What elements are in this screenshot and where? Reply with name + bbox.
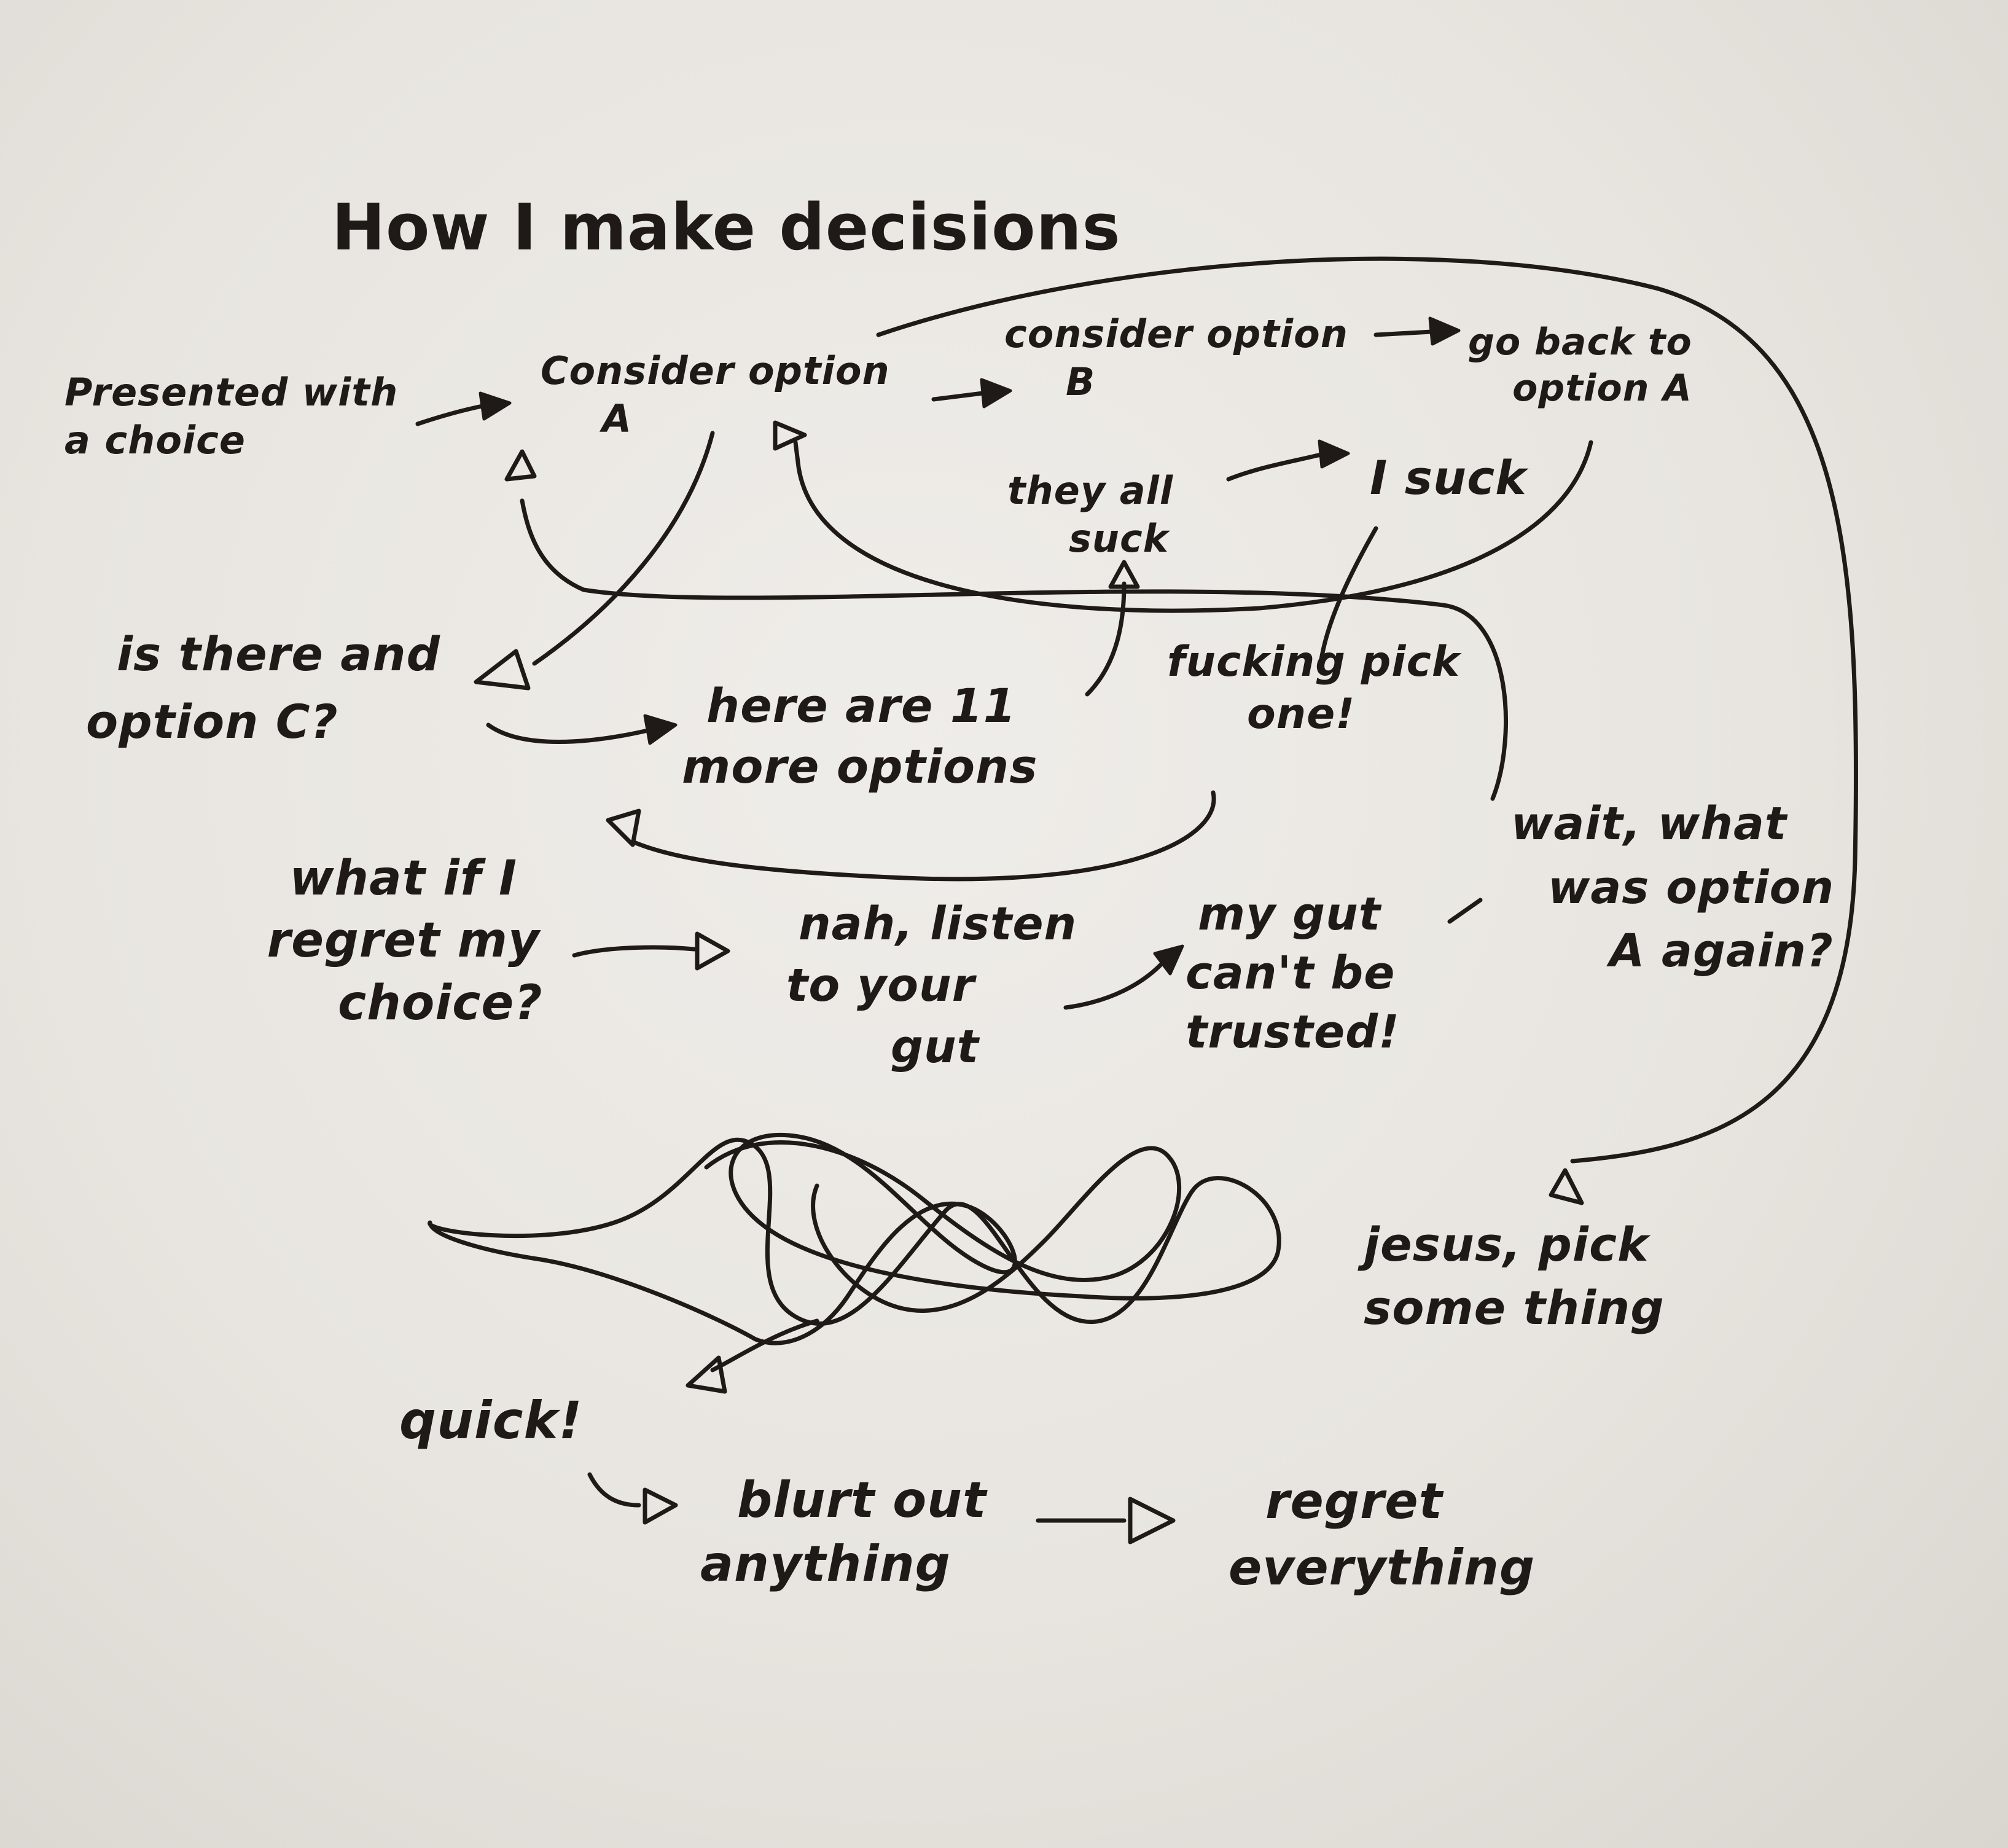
node-line: here are 11: [706, 678, 1017, 733]
arrow-gut-trust-to-wait: [1447, 898, 1483, 924]
node-gut-cant-be-trusted: my gut can't be trusted!: [1186, 885, 1400, 1062]
node-line: they all: [1007, 468, 1174, 513]
node-line: everything: [1229, 1539, 1536, 1596]
node-fucking-pick-one: fucking pick one!: [1167, 636, 1460, 740]
node-line: A: [602, 396, 632, 441]
node-wait-what-was-option-a: wait, what was option A again?: [1511, 793, 1834, 984]
arrow-option-a-to-option-b: [931, 391, 985, 402]
arrowhead: [606, 808, 641, 847]
node-line: suck: [1069, 515, 1170, 561]
node-line: what if I: [289, 851, 517, 906]
node-here-are-11-more-options: here are 11 more options: [682, 676, 1037, 797]
arrowhead: [695, 931, 730, 971]
node-line: can't be: [1186, 947, 1396, 1000]
tangled-scribble: [428, 1132, 1281, 1345]
node-line: nah, listen: [799, 898, 1077, 950]
node-line: option A: [1512, 367, 1692, 410]
node-i-suck: I suck: [1370, 448, 1527, 507]
node-consider-option-b: consider option B: [1004, 310, 1348, 405]
arrowhead: [643, 1487, 678, 1525]
node-line: choice?: [338, 975, 543, 1031]
node-line: trusted!: [1186, 1006, 1400, 1059]
node-line: Consider option: [541, 348, 890, 393]
arrow-option-c-to-more-options: [486, 722, 647, 744]
node-line: regret: [1265, 1473, 1443, 1530]
arrow-listen-gut-to-gut-trust: [1063, 962, 1163, 1010]
node-line: B: [1066, 359, 1096, 404]
arrow-option-a-to-option-c: [532, 431, 715, 666]
arrow-scribble-to-quick: [710, 1318, 819, 1372]
arrowhead: [1153, 944, 1184, 976]
node-they-all-suck: they all suck: [1007, 467, 1173, 562]
node-regret-everything: regret everything: [1229, 1468, 1535, 1601]
arrowhead: [1108, 560, 1140, 589]
node-line: some thing: [1364, 1280, 1665, 1335]
node-line: fucking pick: [1167, 638, 1461, 686]
arrowhead: [686, 1355, 727, 1394]
arrow-what-if-to-listen-gut: [572, 945, 697, 958]
node-line: A again?: [1609, 925, 1834, 978]
arrowhead: [504, 449, 537, 482]
arrow-wait-to-presented: [520, 498, 1508, 801]
node-line: is there and: [117, 627, 441, 681]
node-line: I suck: [1370, 450, 1527, 505]
arrowhead: [1318, 439, 1350, 469]
node-jesus-pick-something: jesus, pick some thing: [1364, 1213, 1665, 1339]
tangled-scribble-loop: [704, 1140, 1182, 1313]
node-what-if-i-regret: what if I regret my choice?: [264, 848, 542, 1035]
node-line: was option: [1548, 861, 1835, 914]
arrow-presented-to-option-a: [415, 403, 488, 426]
node-line: anything: [700, 1535, 951, 1592]
node-line: option C?: [86, 694, 338, 750]
node-go-back-to-option-a: go back to option A: [1468, 319, 1692, 412]
arrow-pick-one-to-what-if: [630, 790, 1216, 882]
node-line: blurt out: [737, 1471, 987, 1529]
diagram-title: How I make decisions: [332, 190, 1121, 265]
arrow-i-suck-to-pick-one: [1318, 526, 1378, 666]
node-listen-to-your-gut: nah, listen to your gut: [786, 894, 1077, 1078]
node-blurt-out-anything: blurt out anything: [700, 1468, 986, 1596]
node-presented-with-a-choice: Presented with a choice: [64, 369, 398, 464]
node-quick: quick!: [399, 1388, 583, 1453]
node-line: my gut: [1198, 888, 1381, 941]
node-line: quick!: [399, 1390, 583, 1451]
arrowhead: [980, 378, 1012, 409]
arrowhead: [479, 391, 512, 421]
arrowhead: [1549, 1168, 1584, 1205]
node-line: go back to: [1468, 321, 1692, 364]
node-line: consider option: [1004, 311, 1348, 356]
arrow-option-a-loop-to-jesus: [876, 256, 1859, 1164]
node-line: jesus, pick: [1364, 1217, 1649, 1272]
arrow-more-options-to-they-all-suck: [1085, 581, 1127, 697]
node-line: wait, what: [1511, 797, 1787, 850]
arrow-option-b-to-go-back: [1373, 329, 1434, 337]
node-line: regret my: [267, 913, 540, 969]
arrowhead: [474, 649, 531, 691]
node-line: gut: [891, 1020, 980, 1073]
arrow-go-back-to-option-a: [793, 440, 1593, 613]
node-line: a choice: [64, 417, 246, 463]
node-line: more options: [682, 738, 1038, 794]
node-line: one!: [1247, 690, 1356, 738]
arrow-quick-to-blurt: [587, 1472, 641, 1508]
node-option-c: is there and option C?: [86, 621, 440, 756]
node-consider-option-a: Consider option A: [541, 347, 890, 442]
arrowhead: [1428, 316, 1461, 346]
arrowhead: [643, 714, 678, 745]
node-line: to your: [786, 958, 975, 1012]
arrowhead: [773, 420, 807, 451]
arrow-they-all-suck-to-i-suck: [1226, 452, 1323, 482]
arrowhead: [1128, 1497, 1176, 1545]
node-line: Presented with: [64, 370, 399, 415]
